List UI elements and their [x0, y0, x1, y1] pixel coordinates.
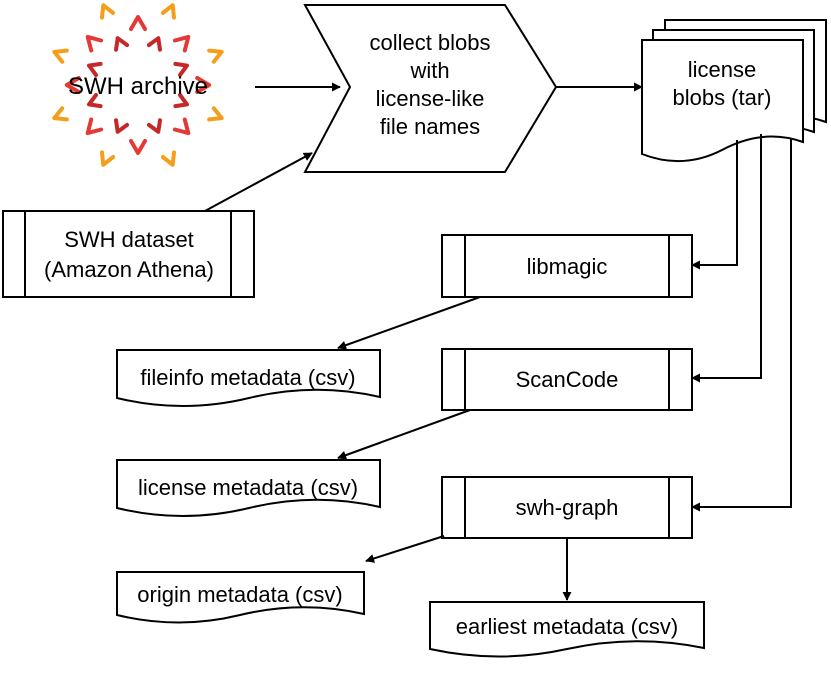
logo-chevron: [207, 106, 224, 122]
logo-chevron: [114, 118, 130, 134]
collect-blobs-step: collect blobs with license-like file nam…: [303, 4, 558, 173]
collect-line-3: license-like: [376, 86, 485, 111]
collect-line-1: collect blobs: [369, 30, 490, 55]
scancode-label: ScanCode: [516, 367, 619, 392]
license-blobs-line-1: license: [688, 57, 756, 82]
logo-chevron: [160, 150, 176, 167]
logo-chevron: [129, 15, 147, 31]
edge-dataset-to-collect: [204, 152, 313, 212]
origin-metadata-label: origin metadata (csv): [137, 582, 342, 607]
libmagic-label: libmagic: [527, 254, 608, 279]
swh-dataset-shape: [2, 210, 255, 298]
license-blobs-doc-front: [641, 39, 804, 163]
logo-chevron: [87, 93, 103, 109]
swh-archive-logo: SWH archive: [52, 3, 224, 167]
logo-chevron: [52, 48, 69, 64]
license-metadata-doc: license metadata (csv): [116, 459, 381, 517]
logo-chevron: [172, 117, 191, 136]
swh-star-logo-icon: [52, 3, 224, 167]
logo-chevron: [52, 106, 69, 122]
logo-chevron: [146, 118, 162, 134]
swh-dataset-line-2: (Amazon Athena): [44, 257, 214, 282]
logo-chevron: [146, 36, 162, 52]
logo-chevron: [64, 76, 81, 94]
swh-dataset-box: SWH dataset (Amazon Athena): [2, 210, 255, 298]
edge-blobs-to-libmagic: [691, 140, 738, 270]
edge-scancode-to-license-metadata: [337, 409, 471, 460]
libmagic-box: libmagic: [441, 234, 693, 298]
edge-blobs-to-scancode: [691, 134, 762, 383]
license-blobs-store: license blobs (tar): [641, 19, 827, 163]
earliest-metadata-doc: earliest metadata (csv): [429, 601, 705, 658]
logo-chevron: [85, 117, 104, 136]
fileinfo-label: fileinfo metadata (csv): [140, 365, 355, 390]
logo-chevron: [207, 48, 224, 64]
license-metadata-label: license metadata (csv): [138, 475, 358, 500]
edges: [204, 82, 792, 601]
logo-chevron: [195, 76, 212, 94]
swh-graph-box: swh-graph: [441, 476, 693, 539]
edge-libmagic-to-fileinfo: [337, 296, 481, 350]
edge-swh-graph-to-origin: [365, 535, 445, 563]
collect-blobs-shape: [303, 4, 558, 173]
logo-chevron: [100, 3, 116, 20]
collect-line-4: file names: [380, 114, 480, 139]
logo-chevron: [173, 61, 189, 77]
fileinfo-metadata-doc: fileinfo metadata (csv): [116, 349, 381, 407]
logo-chevron: [87, 61, 103, 77]
swh-graph-label: swh-graph: [516, 495, 619, 520]
logo-chevron: [129, 139, 147, 155]
earliest-metadata-label: earliest metadata (csv): [456, 614, 679, 639]
logo-chevron: [85, 34, 104, 53]
scancode-box: ScanCode: [441, 348, 693, 411]
collect-line-2: with: [409, 58, 449, 83]
logo-chevron: [173, 93, 189, 109]
logo-chevron: [172, 34, 191, 53]
logo-chevron: [100, 150, 116, 167]
logo-text: SWH archive: [68, 73, 208, 100]
swh-dataset-line-1: SWH dataset: [64, 227, 194, 252]
edge-blobs-to-swh-graph: [691, 139, 792, 512]
license-blobs-line-2: blobs (tar): [672, 85, 771, 110]
logo-chevron: [114, 36, 130, 52]
origin-metadata-doc: origin metadata (csv): [116, 571, 365, 624]
logo-chevron: [160, 3, 176, 20]
